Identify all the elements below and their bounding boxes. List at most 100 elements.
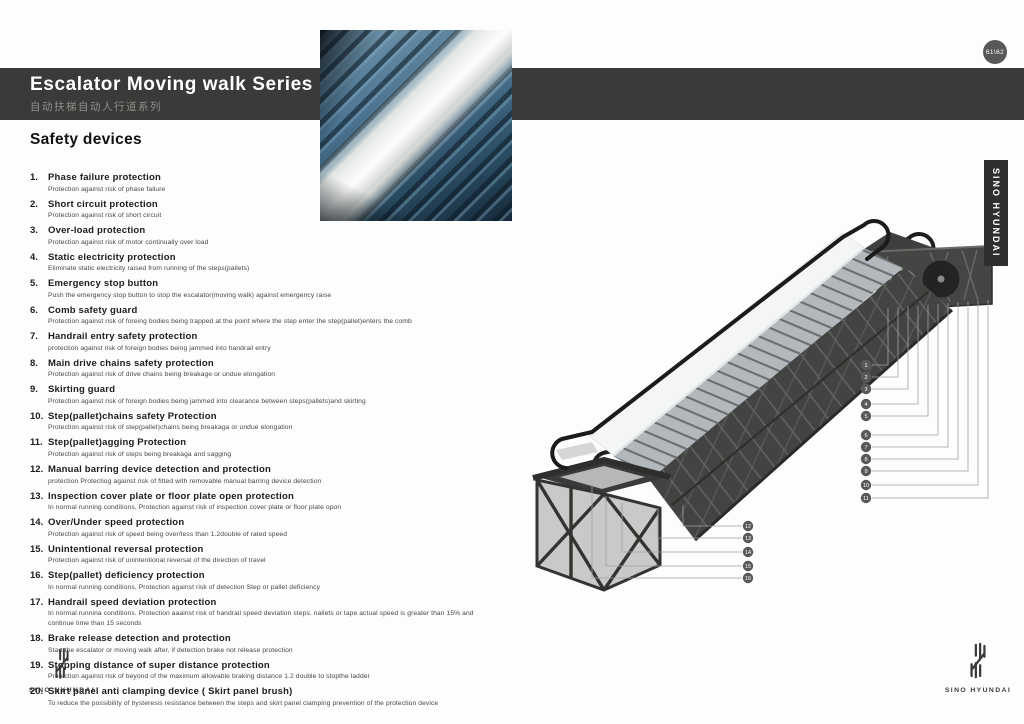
callout-circle xyxy=(860,465,872,477)
callout-circle xyxy=(742,572,754,584)
section-title: Safety devices xyxy=(30,131,142,148)
item-description: Protection against risk of steps being b… xyxy=(48,450,232,458)
callout-circle xyxy=(860,359,872,371)
safety-device-item: 6. Comb safety guard Protection against … xyxy=(30,305,500,328)
callout-number: 3 xyxy=(864,387,867,393)
item-number: 4. xyxy=(30,251,38,263)
item-title: Over/Under speed protection xyxy=(48,517,185,529)
callout-circle xyxy=(742,546,754,558)
footer-logo-right-text: SINO HYUNDAI xyxy=(944,687,1012,694)
item-title: Static electricity protection xyxy=(48,251,176,263)
item-number: 13. xyxy=(30,490,44,502)
callout-number: 13 xyxy=(745,536,751,542)
callout-number: 4 xyxy=(864,402,867,408)
safety-device-item: 9. Skirting guard Protection against ris… xyxy=(30,384,500,407)
safety-device-item: 4. Static electricity protection Elimina… xyxy=(30,252,500,275)
item-title: Skirting guard xyxy=(48,384,116,396)
callout-number: 1 xyxy=(864,363,867,369)
item-title: Over-load protection xyxy=(48,225,146,237)
callout-circle xyxy=(860,371,872,383)
safety-devices-list: 1. Phase failure protection Protection a… xyxy=(30,172,500,713)
callout-number: 2 xyxy=(864,375,867,381)
sino-hyundai-logo-icon xyxy=(55,648,69,679)
callout-number: 6 xyxy=(864,433,867,439)
safety-device-item: 16. Step(pallet) deficiency protection I… xyxy=(30,570,500,593)
safety-device-item: 8. Main drive chains safety protection P… xyxy=(30,358,500,381)
item-number: 10. xyxy=(30,410,44,422)
callout-number: 8 xyxy=(864,457,867,463)
footer-logo-left-text: SINO HYUNDAI xyxy=(28,687,96,694)
item-number: 18. xyxy=(30,633,44,645)
safety-device-item: 2. Short circuit protection Protection a… xyxy=(30,199,500,222)
safety-device-item: 20. Skirt panel anti clamping device ( S… xyxy=(30,686,500,709)
item-number: 12. xyxy=(30,464,44,476)
item-number: 3. xyxy=(30,225,38,237)
item-number: 8. xyxy=(30,357,38,369)
item-description: In normal running conditions, Protection… xyxy=(48,504,342,512)
callout-number: 10 xyxy=(863,483,869,489)
callout-circle xyxy=(860,429,872,441)
item-description: Protection against risk of foreing bodie… xyxy=(48,318,412,326)
safety-device-item: 3. Over-load protection Protection again… xyxy=(30,225,500,248)
callout-circle xyxy=(742,532,754,544)
callout-number: 16 xyxy=(745,576,751,582)
item-number: 19. xyxy=(30,659,44,671)
item-description: protection Protectiog against risk of fi… xyxy=(48,477,322,485)
safety-device-item: 7. Handrail entry safety protection prot… xyxy=(30,331,500,354)
safety-device-item: 10. Step(pallet)chains safety Protection… xyxy=(30,411,500,434)
safety-device-item: 17. Handrail speed deviation protection … xyxy=(30,597,500,630)
safety-device-item: 15. Unintentional reversal protection Pr… xyxy=(30,544,500,567)
escalator-photo xyxy=(320,30,512,221)
footer-logo-right: SINO HYUNDAI xyxy=(936,642,1020,694)
item-description: Protection against risk of foreign bodie… xyxy=(48,397,366,405)
item-number: 2. xyxy=(30,198,38,210)
item-title: Inspection cover plate or floor plate op… xyxy=(48,490,295,502)
front-balustrade xyxy=(550,219,891,470)
item-title: Skirt panel anti clamping device ( Skirt… xyxy=(48,686,293,698)
item-description: Protection against risk of short circuit xyxy=(48,212,162,220)
item-title: Step(pallet)agging Protection xyxy=(48,437,187,449)
item-number: 1. xyxy=(30,172,38,183)
safety-device-item: 19. Stopping distance of super distance … xyxy=(30,660,500,683)
item-title: Step(pallet) deficiency protection xyxy=(48,570,205,582)
callout-circle xyxy=(742,520,754,532)
item-title: Brake release detection and protection xyxy=(48,633,231,645)
safety-device-item: 11. Step(pallet)agging Protection Protec… xyxy=(30,437,500,460)
callout-circle xyxy=(860,441,872,453)
safety-device-item: 1. Phase failure protection Protection a… xyxy=(30,172,500,195)
item-description: Protection against risk of speed being o… xyxy=(48,530,288,538)
callout-circle xyxy=(860,398,872,410)
callout-number: 5 xyxy=(864,414,867,420)
item-title: Unintentional reversal protection xyxy=(48,543,204,555)
item-description: Push the emergency stop button to stop t… xyxy=(48,291,332,299)
safety-device-item: 12. Manual barring device detection and … xyxy=(30,464,500,487)
item-description: Protection against risk of unintentional… xyxy=(48,557,266,565)
item-number: 15. xyxy=(30,543,44,555)
item-title: Comb safety guard xyxy=(48,304,138,316)
item-description: Protection against risk of step(pallet)c… xyxy=(48,424,293,432)
item-description: To reduce the possibility of hysteresis … xyxy=(48,699,439,707)
item-number: 5. xyxy=(30,278,38,290)
callout-circle xyxy=(860,383,872,395)
front-newel-base xyxy=(556,442,598,460)
item-number: 14. xyxy=(30,517,44,529)
item-description: protection against risk of foreign bodie… xyxy=(48,344,271,352)
item-title: Manual barring device detection and prot… xyxy=(48,464,271,476)
steps xyxy=(612,247,903,478)
callout-circle xyxy=(860,492,872,504)
safety-device-item: 5. Emergency stop button Push the emerge… xyxy=(30,278,500,301)
item-number: 16. xyxy=(30,570,44,582)
safety-device-item: 14. Over/Under speed protection Protecti… xyxy=(30,517,500,540)
item-number: 7. xyxy=(30,331,38,343)
item-title: Short circuit protection xyxy=(48,198,158,210)
safety-device-item: 18. Brake release detection and protecti… xyxy=(30,633,500,656)
callout-number: 11 xyxy=(863,496,869,502)
item-title: Step(pallet)chains safety Protection xyxy=(48,410,217,422)
callout-number: 9 xyxy=(864,469,867,475)
footer-logo-left: SINO HYUNDAI xyxy=(22,648,102,694)
item-number: 11. xyxy=(30,437,43,449)
callout-number: 12 xyxy=(745,524,751,530)
